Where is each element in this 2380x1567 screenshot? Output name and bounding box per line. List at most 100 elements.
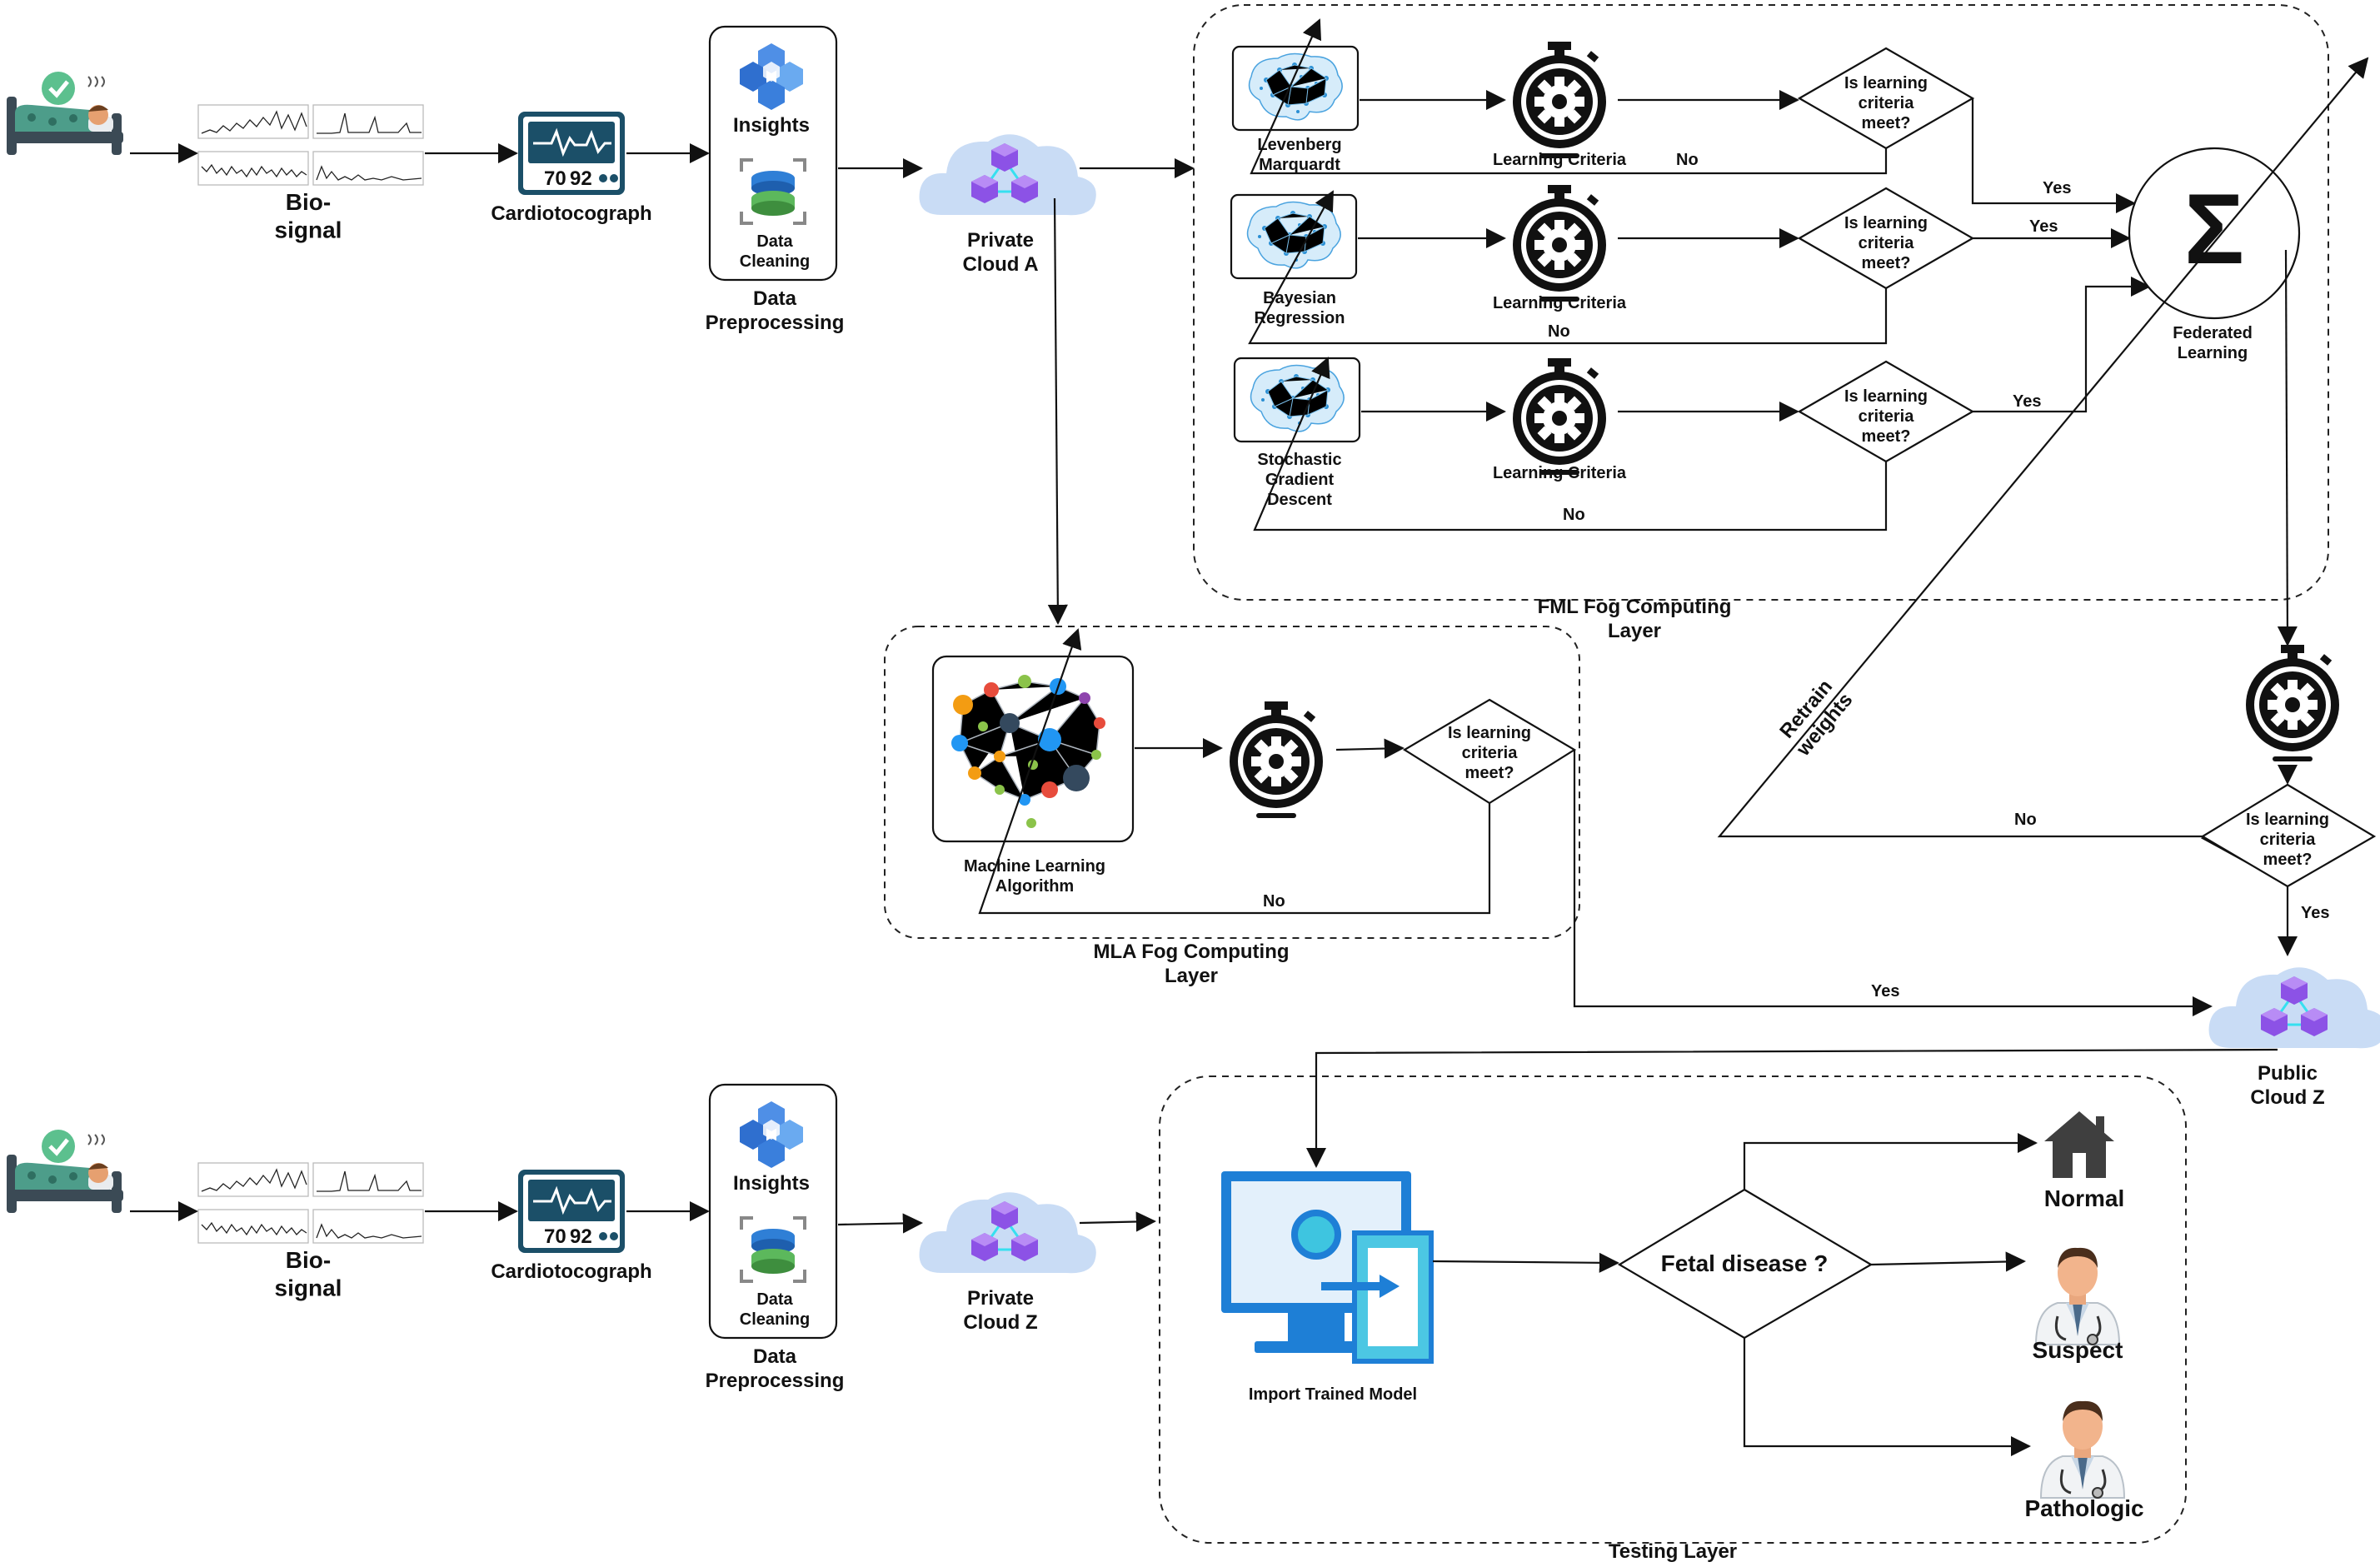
testing-layer-title: Testing Layer bbox=[1609, 1540, 1737, 1563]
outcome-pathologic: Pathologic bbox=[2024, 1495, 2143, 1521]
text-line: MLA Fog Computing bbox=[1093, 941, 1289, 963]
fetal-disease-text: Fetal disease ? bbox=[1661, 1250, 1829, 1276]
text-line: Cleaning bbox=[740, 252, 810, 271]
ctg-readout-2: 92 bbox=[570, 1225, 592, 1248]
text-line: Data bbox=[753, 287, 797, 310]
house-icon bbox=[2044, 1111, 2114, 1178]
stopwatch-gear-icon bbox=[1230, 701, 1323, 818]
text-line: meet? bbox=[1862, 254, 1911, 272]
text-line: Data bbox=[756, 1290, 793, 1309]
bayesian-brain-icon bbox=[1230, 193, 1358, 280]
text-line: Is learning bbox=[1844, 387, 1928, 406]
levenberg-brain-icon bbox=[1231, 45, 1360, 132]
text-line: signal bbox=[275, 217, 342, 243]
text-line: Algorithm bbox=[995, 877, 1074, 896]
text-line: Cloud Z bbox=[963, 1311, 1037, 1334]
outcome-suspect: Suspect bbox=[2033, 1337, 2123, 1363]
text-line: Bio- bbox=[286, 1247, 331, 1273]
text-line: Learning bbox=[2178, 344, 2248, 362]
ctg-readout-2: 92 bbox=[570, 167, 592, 190]
text-line: Gradient bbox=[1265, 471, 1335, 489]
text-line: Regression bbox=[1255, 309, 1345, 327]
text-line: Bio- bbox=[286, 189, 331, 215]
text-line: Is learning bbox=[1844, 74, 1928, 92]
cloud-cube-icon bbox=[918, 132, 1098, 217]
text-line: criteria bbox=[1462, 744, 1519, 762]
ctg-readout-1: 70 bbox=[544, 167, 566, 190]
text-line: Marquardt bbox=[1259, 156, 1340, 174]
yes-label-1: Yes bbox=[2043, 179, 2071, 197]
insights-label: Insights bbox=[733, 1172, 810, 1195]
text-line: Cleaning bbox=[740, 1310, 810, 1329]
biosignal-label: Bio-signal bbox=[275, 189, 342, 243]
fml-fog-layer bbox=[1193, 4, 2329, 601]
text-line: Private bbox=[967, 1287, 1034, 1310]
stopwatch-gear-icon bbox=[1513, 42, 1606, 158]
text-line: criteria bbox=[1859, 234, 1915, 252]
yes-label-3: Yes bbox=[2013, 392, 2041, 411]
text-line: Cloud A bbox=[962, 253, 1038, 276]
doctor-icon bbox=[2039, 1400, 2126, 1500]
patient-bed-icon bbox=[7, 1130, 123, 1213]
text-line: Is learning bbox=[1448, 724, 1531, 742]
yes-label-2: Yes bbox=[2029, 217, 2058, 236]
text-line: Preprocessing bbox=[706, 312, 845, 334]
mla-decision-text: Is learning criteria meet? bbox=[1448, 724, 1531, 782]
outcome-normal: Normal bbox=[2044, 1185, 2124, 1211]
cloud-cube-icon bbox=[2208, 966, 2380, 1050]
brain-network-icon bbox=[931, 655, 1135, 843]
text-line: Public bbox=[2258, 1062, 2318, 1085]
text-line: Layer bbox=[1608, 620, 1661, 642]
text-line: Descent bbox=[1267, 491, 1332, 509]
text-line: Federated bbox=[2173, 324, 2253, 342]
text-line: Preprocessing bbox=[706, 1370, 845, 1392]
stopwatch-gear-icon bbox=[1513, 358, 1606, 475]
monitor-import-icon bbox=[1221, 1171, 1431, 1361]
learning-criteria-label: Learning Criteria bbox=[1493, 464, 1627, 482]
text-line: Data bbox=[753, 1345, 797, 1368]
text-line: criteria bbox=[1859, 407, 1915, 426]
decision-1-text: Is learning criteria meet? bbox=[1844, 74, 1928, 132]
text-line: meet? bbox=[1465, 764, 1514, 782]
no-label-3: No bbox=[1563, 506, 1585, 524]
global-no-label: No bbox=[2014, 811, 2037, 829]
biosignal-label: Bio-signal bbox=[275, 1247, 342, 1301]
doctor-icon bbox=[2034, 1246, 2121, 1346]
cardiotocograph-label: Cardiotocograph bbox=[491, 1260, 651, 1283]
testing-layer bbox=[1159, 1075, 2187, 1544]
text-line: FML Fog Computing bbox=[1538, 596, 1732, 618]
text-line: meet? bbox=[1862, 114, 1911, 132]
text-line: criteria bbox=[1859, 94, 1915, 112]
cardiotocograph-label: Cardiotocograph bbox=[491, 202, 651, 225]
text-line: Is learning bbox=[1844, 214, 1928, 232]
text-line: meet? bbox=[2263, 851, 2313, 869]
ctg-readout-1: 70 bbox=[544, 1225, 566, 1248]
learning-criteria-label: Learning Criteria bbox=[1493, 151, 1627, 169]
stopwatch-gear-icon bbox=[1513, 185, 1606, 302]
text-line: meet? bbox=[1862, 427, 1911, 446]
text-line: Levenberg bbox=[1257, 136, 1341, 154]
decision-2-text: Is learning criteria meet? bbox=[1844, 214, 1928, 272]
mla-no-label: No bbox=[1263, 892, 1285, 911]
import-model-label: Import Trained Model bbox=[1249, 1385, 1417, 1404]
text-line: Stochastic bbox=[1257, 451, 1341, 469]
no-label-2: No bbox=[1548, 322, 1570, 341]
mla-fog-layer bbox=[884, 626, 1580, 939]
text-line: Machine Learning bbox=[964, 857, 1105, 876]
biosignal-chart-icon bbox=[197, 1162, 424, 1244]
cloud-cube-icon bbox=[918, 1190, 1098, 1275]
